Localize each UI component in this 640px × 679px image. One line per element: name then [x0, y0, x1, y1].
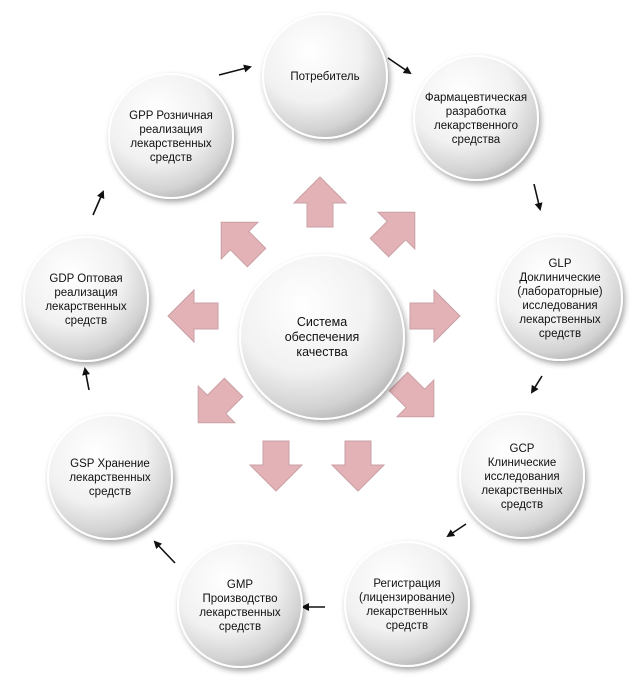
node-label-line: реализация	[139, 124, 202, 136]
node-label-line: лекарственных	[45, 301, 127, 313]
outward-arrow-4	[388, 371, 435, 418]
node-label-line: средств	[89, 486, 131, 498]
cycle-arrow-8	[82, 367, 91, 391]
node-label-line: средств	[150, 152, 192, 164]
node-label-line: лекарственных	[366, 606, 448, 618]
node-label-line: исследования	[484, 471, 559, 483]
outward-arrow-9	[220, 221, 267, 268]
node-label-line: средств	[65, 315, 107, 327]
node-registration: Регистрация (лицензирование) лекарственных…	[344, 541, 470, 667]
node-circle	[262, 13, 388, 139]
outward-arrow-1	[292, 176, 348, 228]
node-circle	[177, 542, 303, 668]
node-gcp: GCP Клинические исследования лекарственных с…	[459, 413, 585, 539]
node-label-line: лекарственных	[199, 607, 281, 619]
node-label-line: средств	[219, 621, 261, 633]
center-label-line: качества	[296, 345, 347, 359]
cycle-arrow-9	[92, 190, 105, 216]
cycle-arrow-5	[446, 523, 467, 538]
node-gpp: GPP Розничная реализация лекарственных сред…	[108, 73, 234, 199]
node-gdp: GDP Оптовая реализация лекарственных средст…	[23, 236, 149, 362]
outward-arrows	[167, 176, 461, 492]
node-label-line: лекарственных	[69, 472, 151, 484]
node-label-line: GPP Розничная	[129, 110, 213, 122]
outward-arrow-8	[167, 288, 219, 344]
node-label-line: разработка	[446, 106, 507, 118]
outward-arrow-2	[369, 211, 416, 258]
center-label-line: Система	[297, 315, 347, 329]
node-circle	[459, 413, 585, 539]
node-glp: GLP Доклинические (лабораторные) исследован…	[497, 235, 623, 361]
cycle-arrow-2	[387, 57, 412, 75]
node-label-line: средств	[539, 328, 581, 340]
node-label-line: (лицензирование)	[359, 592, 455, 604]
node-label-line: Клинические	[488, 457, 557, 469]
outward-arrow-5	[330, 440, 386, 492]
node-circle	[23, 236, 149, 362]
center-label-line: обеспечения	[285, 330, 360, 344]
node-circle	[108, 73, 234, 199]
node-label-line: средства	[452, 134, 501, 146]
node-label-line: GMP	[227, 579, 254, 591]
node-circle	[47, 414, 173, 540]
node-label-line: реализация	[54, 287, 117, 299]
node-consumer: Потребитель	[262, 13, 388, 139]
node-label-line: (лабораторные)	[517, 286, 602, 298]
outward-arrow-7	[197, 377, 244, 424]
node-label-line: средств	[386, 620, 428, 632]
node-label-line: средств	[501, 499, 543, 511]
node-label-line: лекарственных	[481, 485, 563, 497]
node-label-line: лекарственных	[519, 314, 601, 326]
node-pharm-dev: Фармацевтическая разработка лекарственного…	[413, 55, 539, 181]
node-circle	[344, 541, 470, 667]
node-label-line: лекарственных	[130, 138, 212, 150]
node-gmp: GMP Производство лекарственных средств	[177, 542, 303, 668]
node-label-line: лекарственного	[434, 120, 518, 132]
node-label-line: Производство	[203, 593, 278, 605]
outward-arrow-6	[248, 440, 304, 492]
cycle-arrow-3	[533, 183, 543, 211]
node-label-line: исследования	[522, 300, 597, 312]
cycle-arrow-1	[218, 64, 252, 76]
node-label-line: GCP	[510, 443, 535, 455]
node-label-line: GLP	[548, 258, 571, 270]
node-circle	[413, 55, 539, 181]
node-label-line: Регистрация	[373, 578, 440, 590]
cycle-arrow-4	[530, 375, 543, 394]
cycle-arrow-7	[153, 540, 176, 564]
cycle-arrows	[82, 57, 543, 611]
node-label-line: Доклинические	[519, 272, 600, 284]
node-gsp: GSP Хранение лекарственных средств	[47, 414, 173, 540]
node-label-line: Фармацевтическая	[425, 92, 527, 104]
node-label-line: GSP Хранение	[70, 458, 150, 470]
node-circle	[497, 235, 623, 361]
node-label-line: GDP Оптовая	[49, 273, 122, 285]
outward-arrow-3	[409, 288, 461, 344]
center-circle	[239, 254, 405, 420]
node-label-line: Потребитель	[290, 71, 359, 83]
